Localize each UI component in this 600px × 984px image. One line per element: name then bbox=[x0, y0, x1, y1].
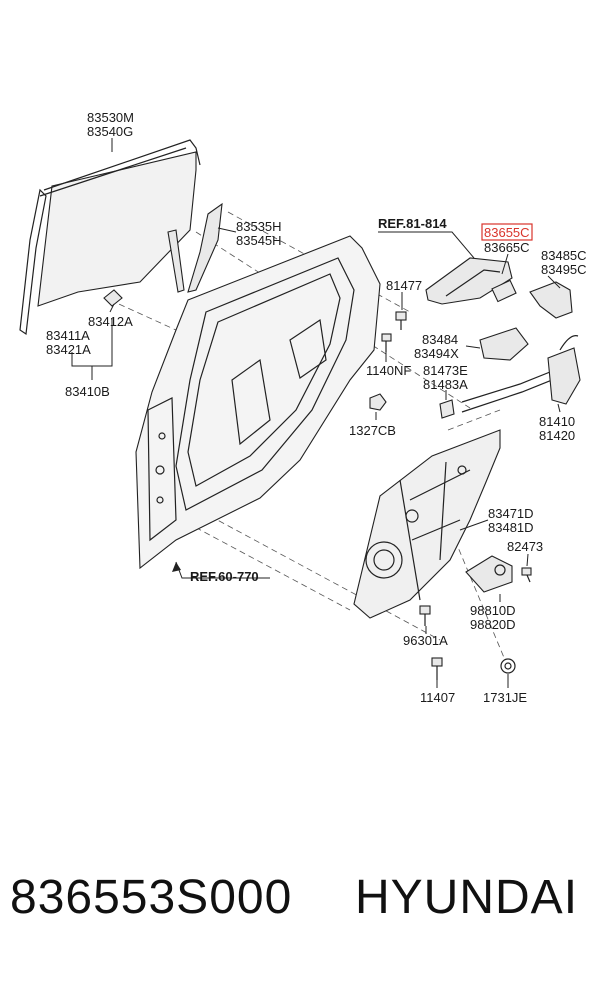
ref-60-770: REF.60-770 bbox=[190, 569, 259, 584]
label-98820d: 98820D bbox=[470, 617, 516, 632]
outside-door-handle bbox=[425, 257, 517, 305]
label-1327cb: 1327CB bbox=[349, 423, 396, 438]
parts-diagram: 83530M 83540G 83535H 83545H 83412A 83411… bbox=[19, 110, 587, 705]
label-83535h: 83535H bbox=[236, 219, 282, 234]
window-motor bbox=[465, 555, 513, 593]
label-81483a: 81483A bbox=[423, 377, 468, 392]
glass-guide-rail bbox=[167, 229, 185, 293]
label-1140nf: 1140NF bbox=[366, 363, 411, 378]
label-96301a: 96301A bbox=[403, 633, 448, 648]
lock-rods bbox=[439, 367, 563, 419]
door-latch bbox=[547, 335, 581, 405]
label-83545h: 83545H bbox=[236, 233, 282, 248]
label-83410b: 83410B bbox=[65, 384, 110, 399]
label-83540g: 83540G bbox=[87, 124, 133, 139]
label-83495c: 83495C bbox=[541, 262, 587, 277]
label-1731je: 1731JE bbox=[483, 690, 527, 705]
ref-60-770-arrow bbox=[172, 562, 181, 572]
label-83411a: 83411A bbox=[46, 328, 90, 343]
label-83471d: 83471D bbox=[488, 506, 534, 521]
label-83665c: 83665C bbox=[484, 240, 530, 255]
handle-cover bbox=[529, 281, 573, 319]
leader-lines bbox=[71, 138, 561, 688]
door-glass bbox=[37, 139, 201, 307]
label-83484: 83484 bbox=[422, 332, 458, 347]
bolt-1140nf bbox=[381, 333, 392, 352]
nut-1327cb bbox=[369, 393, 387, 411]
part-number: 836553S000 bbox=[10, 871, 293, 924]
label-81477: 81477 bbox=[386, 278, 422, 293]
part-labels: 83530M 83540G 83535H 83545H 83412A 83411… bbox=[46, 110, 587, 705]
label-83421a: 83421A bbox=[46, 342, 91, 357]
screw-82473 bbox=[521, 567, 532, 583]
glass-clip bbox=[103, 289, 123, 307]
window-regulator-module bbox=[353, 429, 501, 619]
ref-81-814: REF.81-814 bbox=[378, 216, 447, 231]
glass-run-channel bbox=[19, 188, 47, 336]
label-83530m: 83530M bbox=[87, 110, 134, 125]
label-83655c: 83655C bbox=[484, 225, 530, 240]
label-82473: 82473 bbox=[507, 539, 543, 554]
label-83494x: 83494X bbox=[414, 346, 459, 361]
bolt-81477 bbox=[395, 311, 407, 330]
label-83481d: 83481D bbox=[488, 520, 534, 535]
handle-bracket bbox=[479, 327, 529, 361]
label-83485c: 83485C bbox=[541, 248, 587, 263]
highlight-box-83655c bbox=[481, 223, 533, 241]
label-81420: 81420 bbox=[539, 428, 575, 443]
label-11407: 11407 bbox=[420, 690, 455, 705]
door-frame bbox=[135, 235, 381, 570]
brand-name: HYUNDAI bbox=[355, 871, 579, 924]
door-sash-channel bbox=[187, 202, 223, 293]
label-81473e: 81473E bbox=[423, 363, 468, 378]
footer-caption: 836553S000 HYUNDAI bbox=[0, 870, 600, 960]
bolt-96301a bbox=[419, 605, 431, 626]
label-83412a: 83412A bbox=[88, 314, 133, 329]
grommet-1731je bbox=[500, 658, 516, 674]
label-98810d: 98810D bbox=[470, 603, 516, 618]
label-81410: 81410 bbox=[539, 414, 575, 429]
bolt-11407 bbox=[431, 657, 443, 680]
